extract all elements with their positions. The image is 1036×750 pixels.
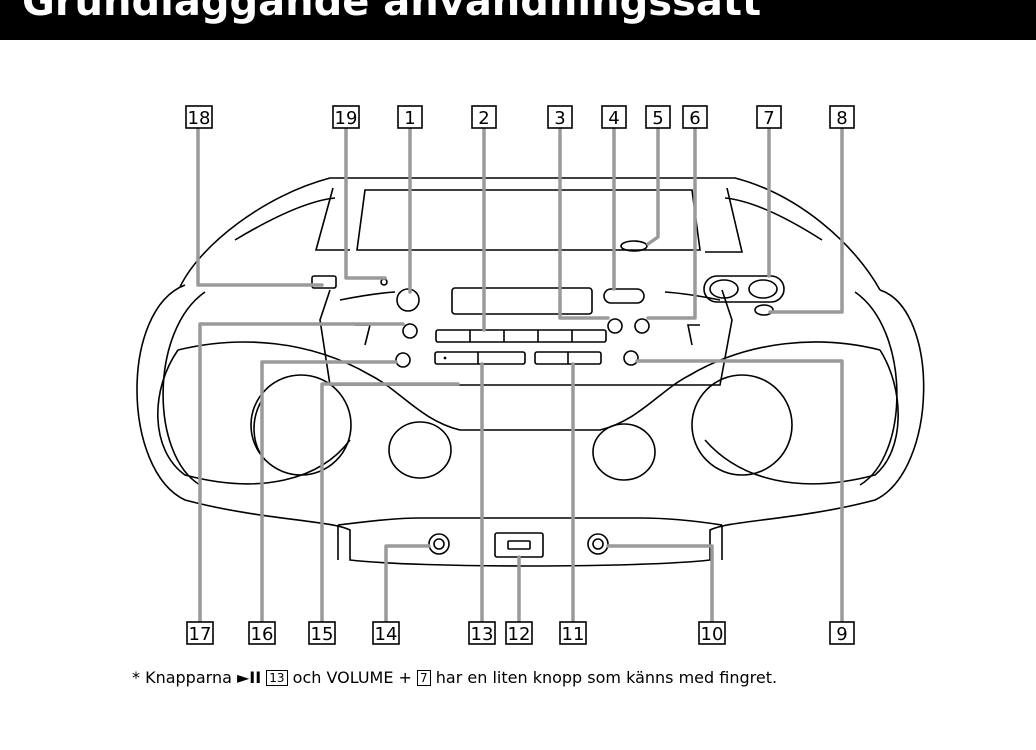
callout-8: 8 bbox=[829, 105, 855, 129]
footnote-ref-volume: 7 bbox=[417, 670, 431, 686]
svg-text:12: 12 bbox=[508, 624, 531, 645]
callout-4: 4 bbox=[601, 105, 627, 129]
callout-15: 15 bbox=[308, 621, 336, 645]
svg-text:17: 17 bbox=[189, 624, 212, 645]
svg-text:8: 8 bbox=[836, 108, 847, 129]
callout-14: 14 bbox=[372, 621, 400, 645]
boombox-outline bbox=[136, 177, 925, 567]
svg-text:1: 1 bbox=[404, 108, 415, 129]
page-title: Grundläggande användningssätt bbox=[22, 0, 762, 25]
callout-19: 19 bbox=[332, 105, 360, 129]
callout-5: 5 bbox=[645, 105, 671, 129]
svg-text:4: 4 bbox=[608, 108, 619, 129]
callout-12: 12 bbox=[505, 621, 533, 645]
svg-text:3: 3 bbox=[554, 108, 565, 129]
boombox-diagram: 18 19 1 2 3 4 5 6 7 8 17 16 15 14 13 12 … bbox=[136, 105, 925, 645]
header-bar: Grundläggande användningssätt bbox=[0, 0, 1036, 40]
footnote: * Knapparna ►II 13 och VOLUME + 7 har en… bbox=[132, 667, 892, 688]
svg-text:10: 10 bbox=[701, 624, 724, 645]
svg-text:13: 13 bbox=[471, 624, 494, 645]
callout-18: 18 bbox=[185, 105, 213, 129]
footnote-ref-play: 13 bbox=[266, 670, 288, 686]
svg-text:18: 18 bbox=[188, 108, 211, 129]
footnote-text-end: har en liten knopp som känns med fingret… bbox=[430, 668, 778, 687]
svg-text:9: 9 bbox=[836, 624, 847, 645]
callout-9: 9 bbox=[829, 621, 855, 645]
svg-text:11: 11 bbox=[562, 624, 585, 645]
footnote-text-middle: och VOLUME + bbox=[287, 668, 418, 687]
callout-7: 7 bbox=[756, 105, 782, 129]
svg-text:6: 6 bbox=[689, 108, 700, 129]
play-pause-icon: ►II bbox=[236, 668, 262, 687]
callout-16: 16 bbox=[248, 621, 276, 645]
svg-text:15: 15 bbox=[311, 624, 334, 645]
svg-text:2: 2 bbox=[478, 108, 489, 129]
svg-text:7: 7 bbox=[763, 108, 774, 129]
svg-text:19: 19 bbox=[335, 108, 358, 129]
callout-17: 17 bbox=[186, 621, 214, 645]
leader-lines bbox=[196, 126, 844, 624]
footnote-text-start: Knapparna bbox=[140, 668, 237, 687]
svg-text:16: 16 bbox=[251, 624, 274, 645]
callout-13: 13 bbox=[468, 621, 496, 645]
svg-text:5: 5 bbox=[652, 108, 663, 129]
callout-3: 3 bbox=[547, 105, 573, 129]
footnote-star: * bbox=[132, 668, 140, 687]
callout-1: 1 bbox=[397, 105, 423, 129]
callout-10: 10 bbox=[698, 621, 726, 645]
svg-text:14: 14 bbox=[375, 624, 398, 645]
callout-6: 6 bbox=[682, 105, 708, 129]
callout-11: 11 bbox=[559, 621, 587, 645]
callout-2: 2 bbox=[471, 105, 497, 129]
